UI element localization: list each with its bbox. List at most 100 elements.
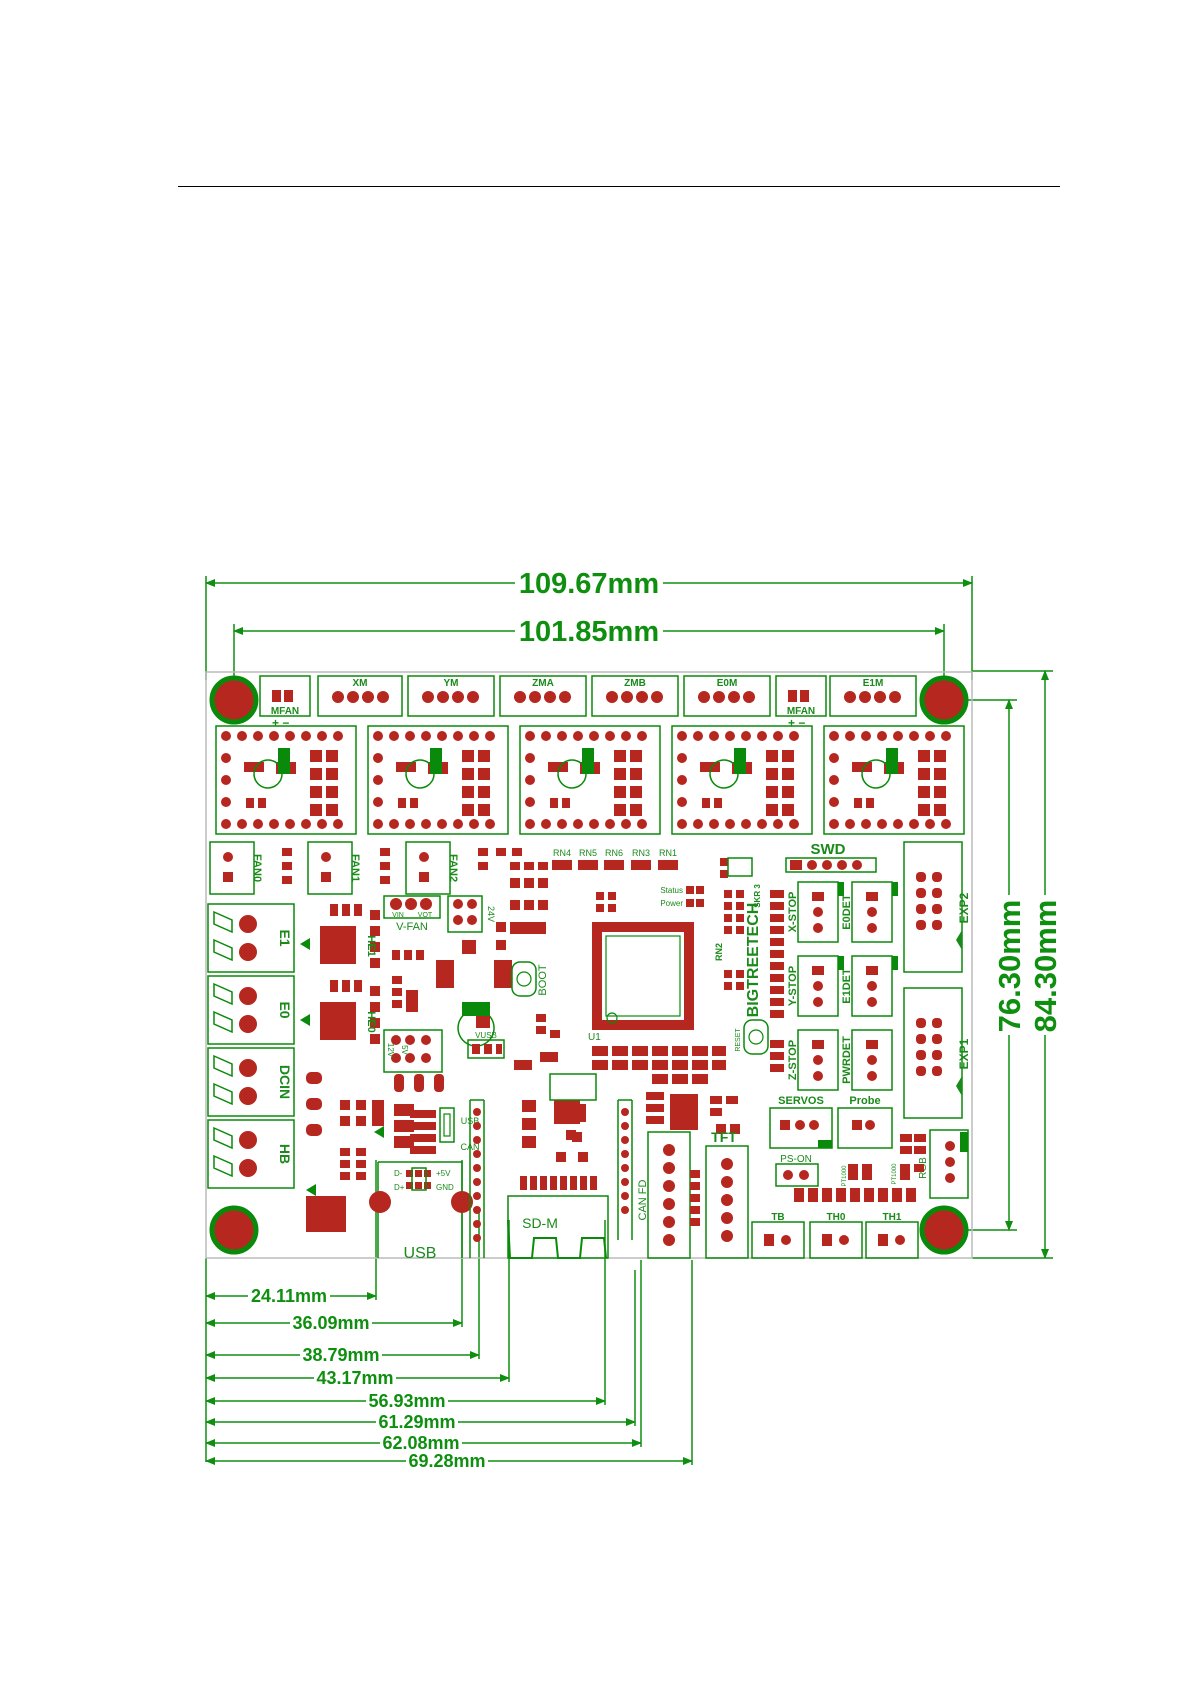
mount-hole-tl [209, 675, 259, 725]
mount-hole-bl [209, 1205, 259, 1255]
label-12v: 12V [386, 1043, 395, 1058]
label-th0: TH0 [827, 1212, 846, 1223]
label-dcin: DCIN [277, 1065, 293, 1099]
usb-connector: USB CAN D- D+ +5V GND USB [369, 1107, 480, 1262]
mcu-chip: U1 [588, 892, 694, 1043]
label-swd: SWD [811, 841, 846, 858]
left-terminals: E1 E0 DCIN HB [207, 903, 295, 1189]
dim-top-overall: 109.67mm [519, 568, 659, 600]
mounting-holes [209, 675, 969, 1255]
label-zmb: ZMB [624, 678, 646, 689]
mount-hole-tr [919, 675, 969, 725]
driver-sockets [215, 725, 965, 835]
label-e1det: E1DET [841, 968, 853, 1004]
label-vin: VIN [392, 912, 404, 919]
label-d-plus: D+ [394, 1183, 405, 1192]
label-hb: HB [277, 1144, 293, 1164]
top-connector-labels: MFAN XM YM ZMA ZMB E0M MFAN E1M [271, 678, 883, 717]
bottom-dimension-labels: 24.11mm 36.09mm 38.79mm 43.17mm 56.93mm … [248, 1286, 488, 1471]
dim-bottom-2: 36.09mm [292, 1313, 369, 1333]
driver-socket [519, 725, 661, 835]
label-e0det: E0DET [841, 894, 853, 930]
status-leds: Status Power [660, 857, 753, 908]
pson-rgb-thermistors: PS-ON PT1000 PT1000 RGB TB TH0 TH1 [751, 1129, 969, 1259]
vfan-jumpers: VIN VOT V-FAN 24V 12V 5V [383, 895, 496, 1073]
label-boot: BOOT [537, 964, 549, 995]
label-vusb: VUSB [475, 1031, 497, 1040]
svg-text:+ −: + − [272, 716, 289, 730]
label-vot: VOT [418, 912, 433, 919]
label-th1: TH1 [883, 1212, 902, 1223]
label-exp1: EXP1 [957, 1038, 971, 1069]
label-reset: RESET [735, 1028, 742, 1052]
label-fan2: FAN2 [447, 854, 459, 882]
dim-bottom-5: 56.93mm [368, 1391, 445, 1411]
driver-socket [367, 725, 509, 835]
label-mfan-right: MFAN [787, 706, 815, 717]
dim-bottom-1: 24.11mm [251, 1286, 327, 1306]
label-u1: U1 [588, 1032, 601, 1043]
heater-mosfets: HE1 HE0 [300, 904, 512, 1232]
label-rn6: RN6 [605, 848, 623, 858]
label-he1: HE1 [365, 935, 377, 956]
label-e0m: E0M [717, 678, 738, 689]
label-zma: ZMA [532, 678, 554, 689]
label-rn1: RN1 [659, 848, 677, 858]
label-24v: 24V [486, 906, 496, 922]
label-pt1000-a: PT1000 [842, 1165, 848, 1187]
label-y-stop: Y-STOP [787, 966, 799, 1006]
label-fan0: FAN0 [251, 854, 263, 882]
tft-canfd: TFT CAN FD [637, 1129, 749, 1259]
svg-text:+ −: + − [788, 716, 805, 730]
dim-top-holes: 101.85mm [519, 616, 659, 648]
exp-connectors: EXP2 EXP1 [903, 841, 971, 1119]
fan-area-passives [392, 878, 548, 1012]
dim-bottom-6: 61.29mm [378, 1412, 455, 1432]
bottom-passives [554, 1046, 740, 1142]
label-usb-main: USB [404, 1245, 437, 1262]
label-rn3: RN3 [632, 848, 650, 858]
dim-right-overall: 84.30mm [1028, 900, 1063, 1033]
label-probe: Probe [849, 1095, 880, 1107]
dimension-labels: 109.67mm 101.85mm 76.30mm 84.30mm [515, 567, 1063, 1035]
label-bigtreetech: BIGTREETECH [745, 903, 762, 1018]
label-xm: XM [353, 678, 368, 689]
dim-bottom-4: 43.17mm [316, 1368, 393, 1388]
label-power: Power [660, 899, 683, 908]
label-plus5v: +5V [436, 1169, 451, 1178]
resistor-networks: RN4 RN5 RN6 RN3 RN1 [552, 848, 678, 870]
label-tb: TB [771, 1212, 784, 1223]
endstop-connectors: X-STOP E0DET Y-STOP E1DET Z-STOP PWRDET [787, 881, 898, 1091]
sd-card-area: SD-M [469, 1073, 633, 1259]
label-sd-m: SD-M [522, 1215, 558, 1231]
label-z-stop: Z-STOP [787, 1040, 799, 1080]
label-e0: E0 [277, 1001, 293, 1018]
top-connectors [259, 675, 917, 717]
bigtreetech-logo: BIGTREETECH SKR 3 RN2 [714, 884, 762, 1018]
label-exp2: EXP2 [957, 892, 971, 923]
pcb-board: MFAN XM YM ZMA ZMB E0M MFAN E1M + − + − [205, 671, 973, 1262]
dim-bottom-3: 38.79mm [302, 1345, 379, 1365]
dim-bottom-8: 69.28mm [408, 1451, 485, 1471]
label-status: Status [660, 886, 683, 895]
top-connector-pads [272, 690, 901, 703]
driver-socket [823, 725, 965, 835]
label-x-stop: X-STOP [787, 892, 799, 933]
driver-socket [215, 725, 357, 835]
label-rn5: RN5 [579, 848, 597, 858]
dim-bottom-7: 62.08mm [382, 1433, 459, 1453]
servos-probe: SERVOS Probe [769, 1095, 893, 1149]
header-rule [178, 186, 1060, 187]
label-rn2: RN2 [714, 943, 724, 961]
driver-socket [671, 725, 813, 835]
label-d-minus: D- [394, 1169, 403, 1178]
label-e1: E1 [277, 929, 293, 946]
label-servos: SERVOS [778, 1095, 824, 1107]
label-pwrdet: PWRDET [841, 1036, 853, 1084]
label-he0: HE0 [365, 1011, 377, 1032]
mount-hole-br [919, 1205, 969, 1255]
label-ps-on: PS-ON [780, 1154, 812, 1165]
label-pt1000-b: PT1000 [892, 1163, 898, 1185]
label-5v: 5V [400, 1045, 409, 1055]
